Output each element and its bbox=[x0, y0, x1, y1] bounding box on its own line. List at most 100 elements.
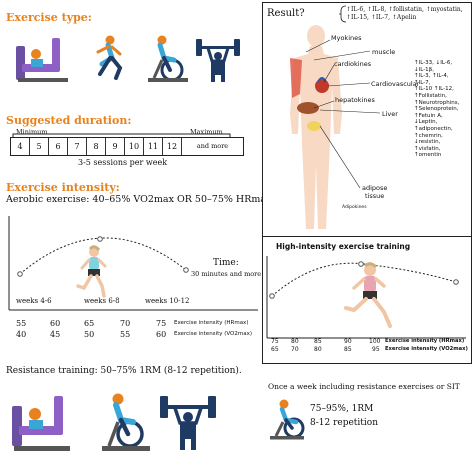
myokines-label: Myokines bbox=[331, 34, 362, 42]
marker-item: ↑IL-10 ↑IL-12, bbox=[414, 86, 454, 93]
hiit-vo2-value: 70 bbox=[291, 346, 299, 353]
hr-value: 75 bbox=[156, 319, 167, 328]
duration-cell: 4 bbox=[11, 138, 30, 155]
marker-item: ↑Neurotrophins, bbox=[414, 99, 460, 106]
hr-value: 65 bbox=[84, 319, 95, 328]
hiit-hr-axis-label: Exercise intensity (HRmax) bbox=[385, 338, 465, 344]
week-label: weeks 10-12 bbox=[145, 297, 190, 305]
curve-point bbox=[17, 271, 23, 277]
hiit-title: High-intensity exercise training bbox=[276, 242, 411, 251]
adipose-icon bbox=[307, 121, 321, 131]
leg-press-icon bbox=[16, 38, 68, 82]
marker-item: ↓Leptin, bbox=[414, 119, 438, 126]
curve-point bbox=[269, 293, 275, 299]
minimum-label: Minimum bbox=[16, 128, 48, 136]
hiit-vo2-value: 95 bbox=[372, 346, 380, 353]
marker-item: ↑IL-33, ↓IL-6, bbox=[414, 60, 453, 66]
hiit-hr-value: 75 bbox=[271, 338, 279, 345]
stationary-bike-icon bbox=[148, 35, 188, 82]
runner-woman-icon bbox=[76, 245, 107, 298]
hiit-vo2-value: 65 bbox=[271, 346, 279, 353]
liver-icon bbox=[297, 102, 319, 114]
hiit-hr-value: 100 bbox=[369, 338, 381, 345]
resistance-training-text: Resistance training: 50–75% 1RM (8-12 re… bbox=[6, 366, 242, 376]
rm-percentage-text: 75–95%, 1RM bbox=[310, 404, 374, 414]
vo2-value: 55 bbox=[120, 330, 131, 339]
hiit-hr-value: 80 bbox=[291, 338, 299, 345]
marker-item: ↓IL-1β, bbox=[414, 66, 434, 73]
label-leader-lines bbox=[305, 39, 381, 189]
exercise-icons-row bbox=[16, 35, 240, 82]
exercise-intensity-title: Exercise intensity: bbox=[6, 181, 120, 194]
adipokines-label: Adipokines bbox=[342, 205, 367, 210]
sprinter-icon bbox=[344, 262, 392, 328]
duration-cell: 8 bbox=[87, 138, 106, 155]
human-body-figure bbox=[290, 25, 342, 229]
hr-value: 70 bbox=[120, 319, 131, 328]
hiit-vo2-value: 85 bbox=[344, 346, 352, 353]
duration-scale: 4 5 6 7 8 9 10 11 12 and more bbox=[10, 137, 244, 156]
vo2-value: 40 bbox=[16, 330, 27, 339]
duration-range-bracket bbox=[12, 133, 231, 138]
time-value: 30 minutes and more bbox=[191, 270, 262, 278]
curve-point bbox=[183, 267, 189, 273]
weightlifter-icon bbox=[160, 396, 216, 450]
suggested-duration-title: Suggested duration: bbox=[6, 114, 132, 127]
hiit-hr-value: 85 bbox=[314, 338, 322, 345]
curve-point bbox=[453, 279, 459, 285]
cardiokines-label: cardiokines bbox=[334, 60, 372, 68]
hr-value: 60 bbox=[50, 319, 61, 328]
marker-item: ↓resistin, bbox=[414, 139, 441, 146]
duration-cell: 10 bbox=[125, 138, 144, 155]
repetition-text: 8-12 repetition bbox=[310, 418, 379, 428]
resistance-icons-row bbox=[12, 393, 216, 451]
duration-cell-and-more: and more bbox=[196, 142, 229, 150]
week-label: weeks 6-8 bbox=[84, 297, 120, 305]
marker-item: ↑IL-7, bbox=[414, 79, 431, 86]
stationary-bike-icon bbox=[102, 393, 150, 451]
vo2-value: 45 bbox=[50, 330, 61, 339]
hr-value: 55 bbox=[16, 319, 27, 328]
marker-list: ↑IL-33, ↓IL-6, ↓IL-1β, ↑IL-3, ↑IL-4, ↑IL… bbox=[414, 60, 459, 159]
vo2-value: 60 bbox=[156, 330, 167, 339]
duration-cell: 5 bbox=[30, 138, 49, 155]
duration-cell: 9 bbox=[106, 138, 125, 155]
duration-cell: 7 bbox=[68, 138, 87, 155]
tissue-label: tissue bbox=[365, 192, 385, 200]
duration-cell: 6 bbox=[49, 138, 68, 155]
marker-item: ↑visfatin, bbox=[414, 145, 441, 152]
hr-axis-label: Exercise intensity (HRmax) bbox=[174, 320, 249, 326]
marker-item: ↑omentin bbox=[414, 152, 442, 159]
curve-point bbox=[97, 236, 103, 242]
result-bracket bbox=[339, 5, 347, 23]
vo2-value: 50 bbox=[84, 330, 95, 339]
hiit-vo2-axis-label: Exercise intensity (VO2max) bbox=[385, 346, 468, 352]
marker-item: ↑Follistatin, bbox=[414, 92, 447, 99]
result-myokine-line2: ↑IL-15, ↑IL-7, ↑Apelin bbox=[346, 14, 417, 21]
marker-item: ↑IL-3, ↑IL-4, bbox=[414, 73, 449, 80]
hiit-intensity-chart bbox=[266, 256, 466, 339]
marker-item: ↑adiponectin, bbox=[414, 125, 453, 132]
muscle-highlight bbox=[290, 58, 302, 98]
aerobic-intensity-chart bbox=[8, 216, 258, 311]
liver-label: Liver bbox=[382, 110, 398, 118]
adipose-label: adipose bbox=[362, 184, 388, 192]
weightlifter-icon bbox=[196, 39, 240, 82]
marker-item: ↑Selenoprotein, bbox=[414, 106, 459, 113]
weekly-frequency-text: Once a week including resistance exercis… bbox=[268, 382, 460, 391]
intensity-curve bbox=[271, 262, 457, 297]
duration-cell: 12 bbox=[163, 138, 182, 155]
heart-icon bbox=[315, 79, 329, 93]
hepatokines-label: hepatokines bbox=[335, 96, 375, 104]
aerobic-exercise-text: Aerobic exercise: 40–65% VO2max OR 50–75… bbox=[6, 194, 275, 205]
hiit-vo2-value: 80 bbox=[314, 346, 322, 353]
marker-item: ↑Fetuin A, bbox=[414, 112, 443, 119]
sessions-per-week: 3-5 sessions per week bbox=[78, 158, 168, 167]
intensity-curve bbox=[19, 237, 187, 275]
hiit-hr-value: 90 bbox=[344, 338, 352, 345]
result-myokine-line1: ↑IL-6, ↑IL-8, ↑follistatin, ↑myostatin, bbox=[346, 6, 463, 13]
leg-press-icon bbox=[12, 396, 70, 451]
week-label: weeks 4-6 bbox=[16, 297, 52, 305]
result-title: Result? bbox=[267, 8, 305, 19]
cardiovascular-label: Cardiovascular bbox=[371, 80, 420, 88]
